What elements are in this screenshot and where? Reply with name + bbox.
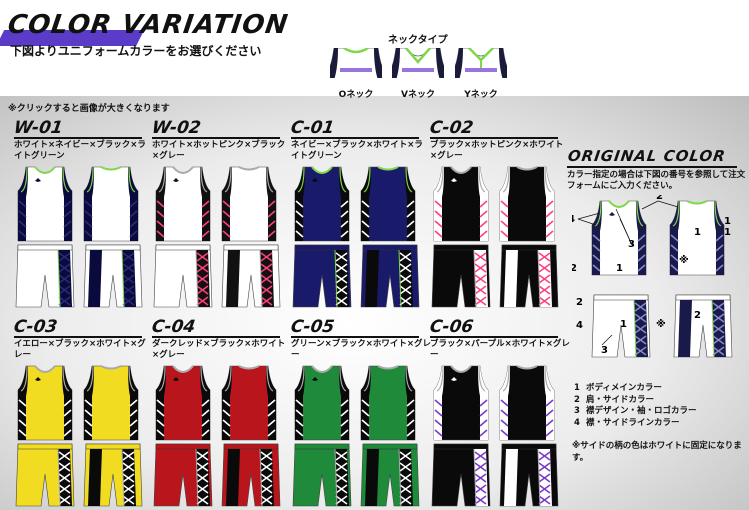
variation-divider <box>291 336 419 338</box>
variation-code: C-05 <box>289 317 336 337</box>
marker-collar-line: 4 <box>572 214 575 225</box>
marker-shorts-side: 2 <box>694 310 701 321</box>
variation-uniform-image[interactable] <box>291 165 427 315</box>
neck-type-v-image[interactable] <box>392 48 444 78</box>
original-uniform-diagram[interactable]: 1112211224433※※ <box>572 195 742 375</box>
variation-uniform-image[interactable] <box>152 165 288 315</box>
variation-color-list: ホワイト×ネイビー×ブラック×ライトグリーン <box>14 140 146 161</box>
neck-type-label: Yネック <box>464 90 498 100</box>
variation-code: C-03 <box>12 317 59 337</box>
variation-color-list: ダークレッド×ブラック×ホワイト×グレー <box>152 339 286 360</box>
variation-divider <box>152 336 280 338</box>
marker-body-main-back: 1 <box>694 227 701 238</box>
marker-logo: 3 <box>601 345 608 356</box>
marker-shorts-pattern: ※ <box>656 318 666 330</box>
variation-code: C-01 <box>289 118 336 138</box>
variation-code: C-06 <box>428 317 475 337</box>
marker-side: 2 <box>572 263 577 274</box>
variation-color-list: ブラック×パープル×ホワイト×グレー <box>430 339 570 360</box>
marker-shorts-side-front: 2 <box>576 297 583 308</box>
marker-side-pattern: ※ <box>679 254 689 266</box>
variation-color-list: ホワイト×ホットピンク×ブラック×グレー <box>152 140 286 161</box>
variation-code: C-04 <box>150 317 197 337</box>
page-subtitle: 下図よりユニフォームカラーをお選びください <box>10 44 262 58</box>
page-title: COLOR VARIATION <box>0 10 290 46</box>
neck-type-y-image[interactable] <box>455 48 507 78</box>
variation-uniform-image[interactable] <box>430 165 566 315</box>
variation-code: C-02 <box>428 118 475 138</box>
variation-color-list: イエロー×ブラック×ホワイト×グレー <box>14 339 146 360</box>
variation-divider <box>430 336 558 338</box>
marker-shorts-body: 1 <box>620 319 627 330</box>
variation-uniform-image[interactable] <box>14 165 150 315</box>
variation-divider <box>291 137 419 139</box>
variation-divider <box>14 336 142 338</box>
variation-code: W-01 <box>12 118 65 138</box>
marker-back-1: 1 <box>724 227 731 238</box>
neck-type-label: Vネック <box>401 90 435 100</box>
marker-shoulder: 2 <box>656 195 663 202</box>
variation-divider <box>14 137 142 139</box>
variation-color-list: グリーン×ブラック×ホワイト×グレー <box>291 339 431 360</box>
variation-uniform-image[interactable] <box>152 364 288 510</box>
neck-type-title: ネックタイプ <box>388 35 448 46</box>
neck-type-label: Oネック <box>338 90 374 100</box>
original-color-divider <box>567 166 737 168</box>
marker-shorts-line: 4 <box>576 320 583 331</box>
variation-uniform-image[interactable] <box>430 364 566 510</box>
variation-divider <box>430 137 558 139</box>
marker-back-2: 1 <box>724 216 731 227</box>
variation-divider <box>152 137 280 139</box>
variation-color-list: ネイビー×ブラック×ホワイト×ライトグリーン <box>291 140 423 161</box>
variation-code: W-02 <box>150 118 203 138</box>
variation-uniform-image[interactable] <box>291 364 427 510</box>
original-color-title: ORIGINAL COLOR <box>566 147 728 165</box>
click-note: ※クリックすると画像が大きくなります <box>8 104 170 114</box>
variation-uniform-image[interactable] <box>14 364 150 510</box>
neck-type-o-image[interactable] <box>330 48 382 78</box>
side-pattern-note: ※サイドの柄の色はホワイトに固定になります。 <box>572 441 742 463</box>
variation-color-list: ブラック×ホットピンク×ホワイト×グレー <box>430 140 564 161</box>
original-color-description: カラー指定の場合は下図の番号を参照して注文フォームにご入力ください。 <box>567 170 746 191</box>
marker-body-main: 1 <box>616 263 623 274</box>
